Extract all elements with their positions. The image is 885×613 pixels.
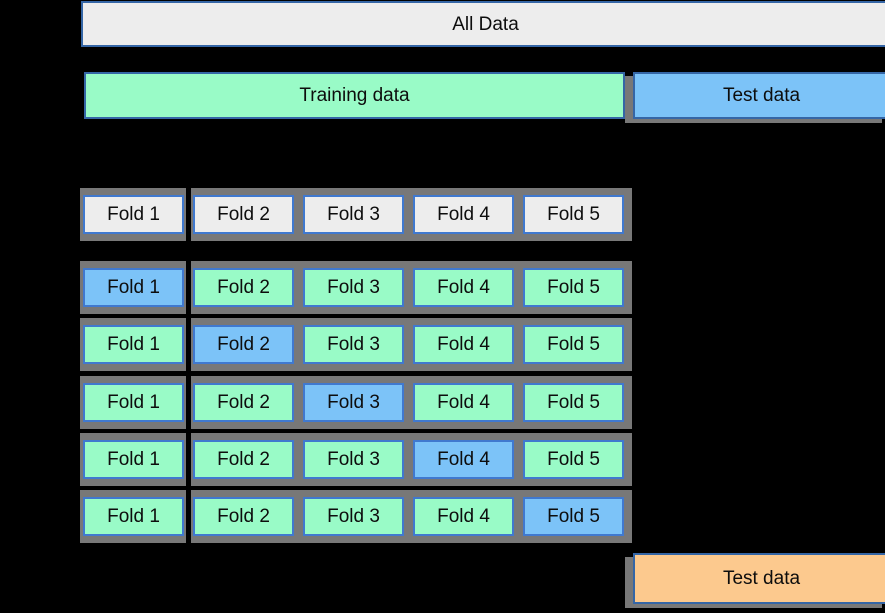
fold-cell: Fold 5 [523,195,624,234]
fold-cell-label: Fold 3 [327,334,380,355]
fold-cell: Fold 4 [413,440,514,479]
fold-cell-label: Fold 2 [217,392,270,413]
fold-cell: Fold 1 [83,383,184,422]
fold-cell-label: Fold 2 [217,506,270,527]
training-data-box: Training data [84,72,625,119]
fold-cell-label: Fold 1 [107,334,160,355]
fold-block-shadow: Fold 1 [80,188,186,241]
fold-row-folds-header: Fold 1 Fold 2 Fold 3 Fold 4 Fold 5 [0,188,885,241]
fold-block-shadow: Fold 2 Fold 3 Fold 4 Fold 5 [191,188,632,241]
fold-cell: Fold 4 [413,268,514,307]
fold-cell: Fold 4 [413,497,514,536]
fold-cell: Fold 3 [303,497,404,536]
fold-cell-label: Fold 3 [327,392,380,413]
fold-cell-label: Fold 2 [217,334,270,355]
fold-cell-label: Fold 1 [107,277,160,298]
fold-block-shadow: Fold 1 [80,376,186,429]
all-data-box: All Data [81,1,885,47]
fold-cell: Fold 1 [83,268,184,307]
fold-cell-label: Fold 2 [217,449,270,470]
fold-block-shadow: Fold 1 [80,318,186,371]
fold-cell-label: Fold 3 [327,277,380,298]
fold-cell-label: Fold 5 [547,449,600,470]
fold-cell-label: Fold 2 [217,277,270,298]
fold-row-split-3: Fold 1 Fold 2 Fold 3 Fold 4 Fold 5 [0,376,885,429]
fold-cell-label: Fold 4 [437,449,490,470]
fold-block-shadow: Fold 2 Fold 3 Fold 4 Fold 5 [191,318,632,371]
fold-block-shadow: Fold 1 [80,261,186,314]
fold-cell: Fold 1 [83,325,184,364]
fold-cell: Fold 2 [193,497,294,536]
fold-cell-label: Fold 5 [547,277,600,298]
fold-cell: Fold 2 [193,325,294,364]
fold-cell: Fold 1 [83,195,184,234]
fold-cell-label: Fold 2 [217,204,270,225]
fold-cell: Fold 2 [193,440,294,479]
all-data-label: All Data [452,13,519,35]
fold-cell-label: Fold 5 [547,392,600,413]
fold-cell: Fold 3 [303,440,404,479]
fold-cell: Fold 1 [83,497,184,536]
fold-cell: Fold 5 [523,325,624,364]
training-data-label: Training data [299,85,410,106]
fold-cell: Fold 5 [523,383,624,422]
fold-cell-label: Fold 1 [107,506,160,527]
fold-cell: Fold 2 [193,195,294,234]
fold-cell: Fold 3 [303,325,404,364]
fold-cell-label: Fold 1 [107,204,160,225]
fold-row-split-2: Fold 1 Fold 2 Fold 3 Fold 4 Fold 5 [0,318,885,371]
fold-block-shadow: Fold 2 Fold 3 Fold 4 Fold 5 [191,376,632,429]
fold-cell: Fold 4 [413,195,514,234]
fold-cell-label: Fold 4 [437,334,490,355]
final-test-data-box: Test data [633,553,885,604]
fold-cell-label: Fold 4 [437,277,490,298]
fold-cell: Fold 5 [523,268,624,307]
fold-cell: Fold 4 [413,325,514,364]
test-data-label: Test data [722,85,801,106]
fold-row-split-5: Fold 1 Fold 2 Fold 3 Fold 4 Fold 5 [0,490,885,543]
fold-row-split-1: Fold 1 Fold 2 Fold 3 Fold 4 Fold 5 [0,261,885,314]
fold-block-shadow: Fold 1 [80,433,186,486]
fold-cell: Fold 2 [193,268,294,307]
fold-block-shadow: Fold 2 Fold 3 Fold 4 Fold 5 [191,490,632,543]
fold-cell-label: Fold 3 [327,506,380,527]
fold-block-shadow: Fold 1 [80,490,186,543]
fold-cell: Fold 1 [83,440,184,479]
fold-block-shadow: Fold 2 Fold 3 Fold 4 Fold 5 [191,261,632,314]
fold-cell-label: Fold 4 [437,506,490,527]
fold-cell-label: Fold 1 [107,449,160,470]
final-test-data-label: Test data [722,568,801,589]
fold-row-split-4: Fold 1 Fold 2 Fold 3 Fold 4 Fold 5 [0,433,885,486]
fold-cell: Fold 3 [303,383,404,422]
fold-cell-label: Fold 4 [437,204,490,225]
fold-block-shadow: Fold 2 Fold 3 Fold 4 Fold 5 [191,433,632,486]
fold-cell-label: Fold 3 [327,449,380,470]
fold-cell-label: Fold 4 [437,392,490,413]
fold-cell-label: Fold 3 [327,204,380,225]
fold-cell: Fold 3 [303,268,404,307]
fold-cell-label: Fold 5 [547,204,600,225]
fold-cell-label: Fold 1 [107,392,160,413]
test-data-box: Test data [633,72,885,119]
fold-cell: Fold 5 [523,497,624,536]
fold-cell-label: Fold 5 [547,334,600,355]
fold-cell: Fold 2 [193,383,294,422]
fold-cell-label: Fold 5 [547,506,600,527]
fold-cell: Fold 3 [303,195,404,234]
fold-cell: Fold 5 [523,440,624,479]
fold-cell: Fold 4 [413,383,514,422]
